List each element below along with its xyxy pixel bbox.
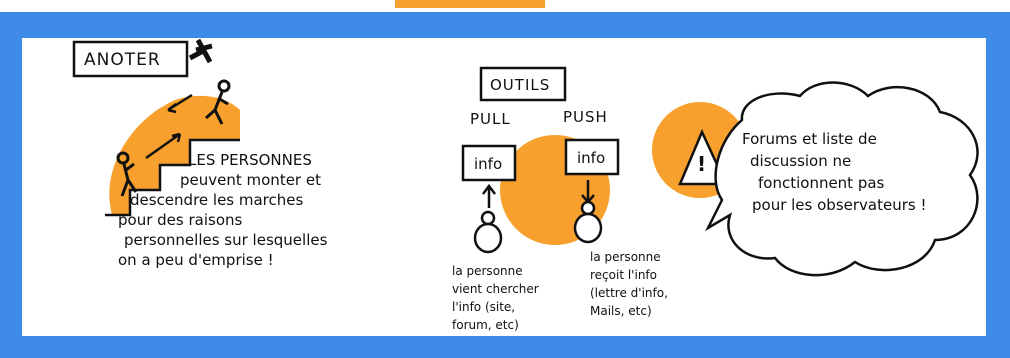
arrow-down-left-icon [167, 93, 193, 114]
note-line-4: pour des raisons [118, 211, 243, 229]
arrow-up-right-icon [145, 132, 182, 160]
push-person-icon [573, 200, 603, 244]
stairs-outline [105, 138, 240, 217]
push-label: PUSH [563, 108, 608, 126]
note-line-2: peuvent monter et [180, 171, 321, 189]
blue-frame-right [986, 12, 1010, 358]
pin-icon [188, 38, 213, 64]
pull-info-label: info [474, 155, 503, 173]
warning-triangle [678, 128, 728, 186]
push-caption-line-3: (lettre d'info, [590, 286, 668, 300]
person-down-icon [116, 151, 138, 197]
blue-frame-top [0, 12, 1010, 38]
pull-arrow-up-icon [482, 183, 496, 208]
note-text-block: LES PERSONNES peuvent monter et descendr… [118, 150, 378, 270]
pull-caption-line-1: la personne [452, 264, 523, 278]
pull-caption-line-3: l'info (site, [452, 300, 516, 314]
note-line-5: personnelles sur lesquelles [124, 231, 328, 249]
top-orange-strip [395, 0, 545, 8]
note-line-6: on a peu d'emprise ! [118, 251, 274, 269]
anoter-box [72, 40, 189, 78]
blue-frame-bottom [0, 336, 1010, 358]
speech-cloud [704, 81, 979, 277]
person-up-icon [205, 79, 231, 125]
cloud-text: Forums et liste de discussion ne fonctio… [742, 128, 972, 216]
push-caption-line-4: Mails, etc) [590, 304, 652, 318]
warning-exclamation: ! [697, 152, 707, 176]
push-caption-line-2: reçoit l'info [590, 268, 657, 282]
cloud-line-4: pour les observateurs ! [752, 196, 927, 214]
outils-box [479, 66, 567, 102]
note-line-1: LES PERSONNES [188, 151, 312, 169]
blue-frame-left [0, 12, 22, 358]
anoter-label: ANOTER [84, 50, 161, 70]
push-caption: la personne reçoit l'info (lettre d'info… [590, 248, 720, 320]
pull-label: PULL [470, 110, 511, 128]
pull-caption-line-2: vient chercher [452, 282, 539, 296]
cloud-line-1: Forums et liste de [742, 130, 877, 148]
pull-caption-line-4: forum, etc) [452, 318, 519, 332]
note-line-3: descendre les marches [130, 191, 304, 209]
pull-person-icon [473, 210, 503, 254]
pull-info-box [461, 144, 517, 182]
cloud-line-2: discussion ne [750, 152, 852, 170]
push-info-label: info [577, 149, 606, 167]
outils-label: OUTILS [490, 76, 551, 94]
push-caption-line-1: la personne [590, 250, 661, 264]
cloud-line-3: fonctionnent pas [758, 174, 885, 192]
push-info-box [564, 138, 620, 176]
stairs-orange-blob [109, 95, 240, 215]
pull-caption: la personne vient chercher l'info (site,… [452, 262, 582, 334]
